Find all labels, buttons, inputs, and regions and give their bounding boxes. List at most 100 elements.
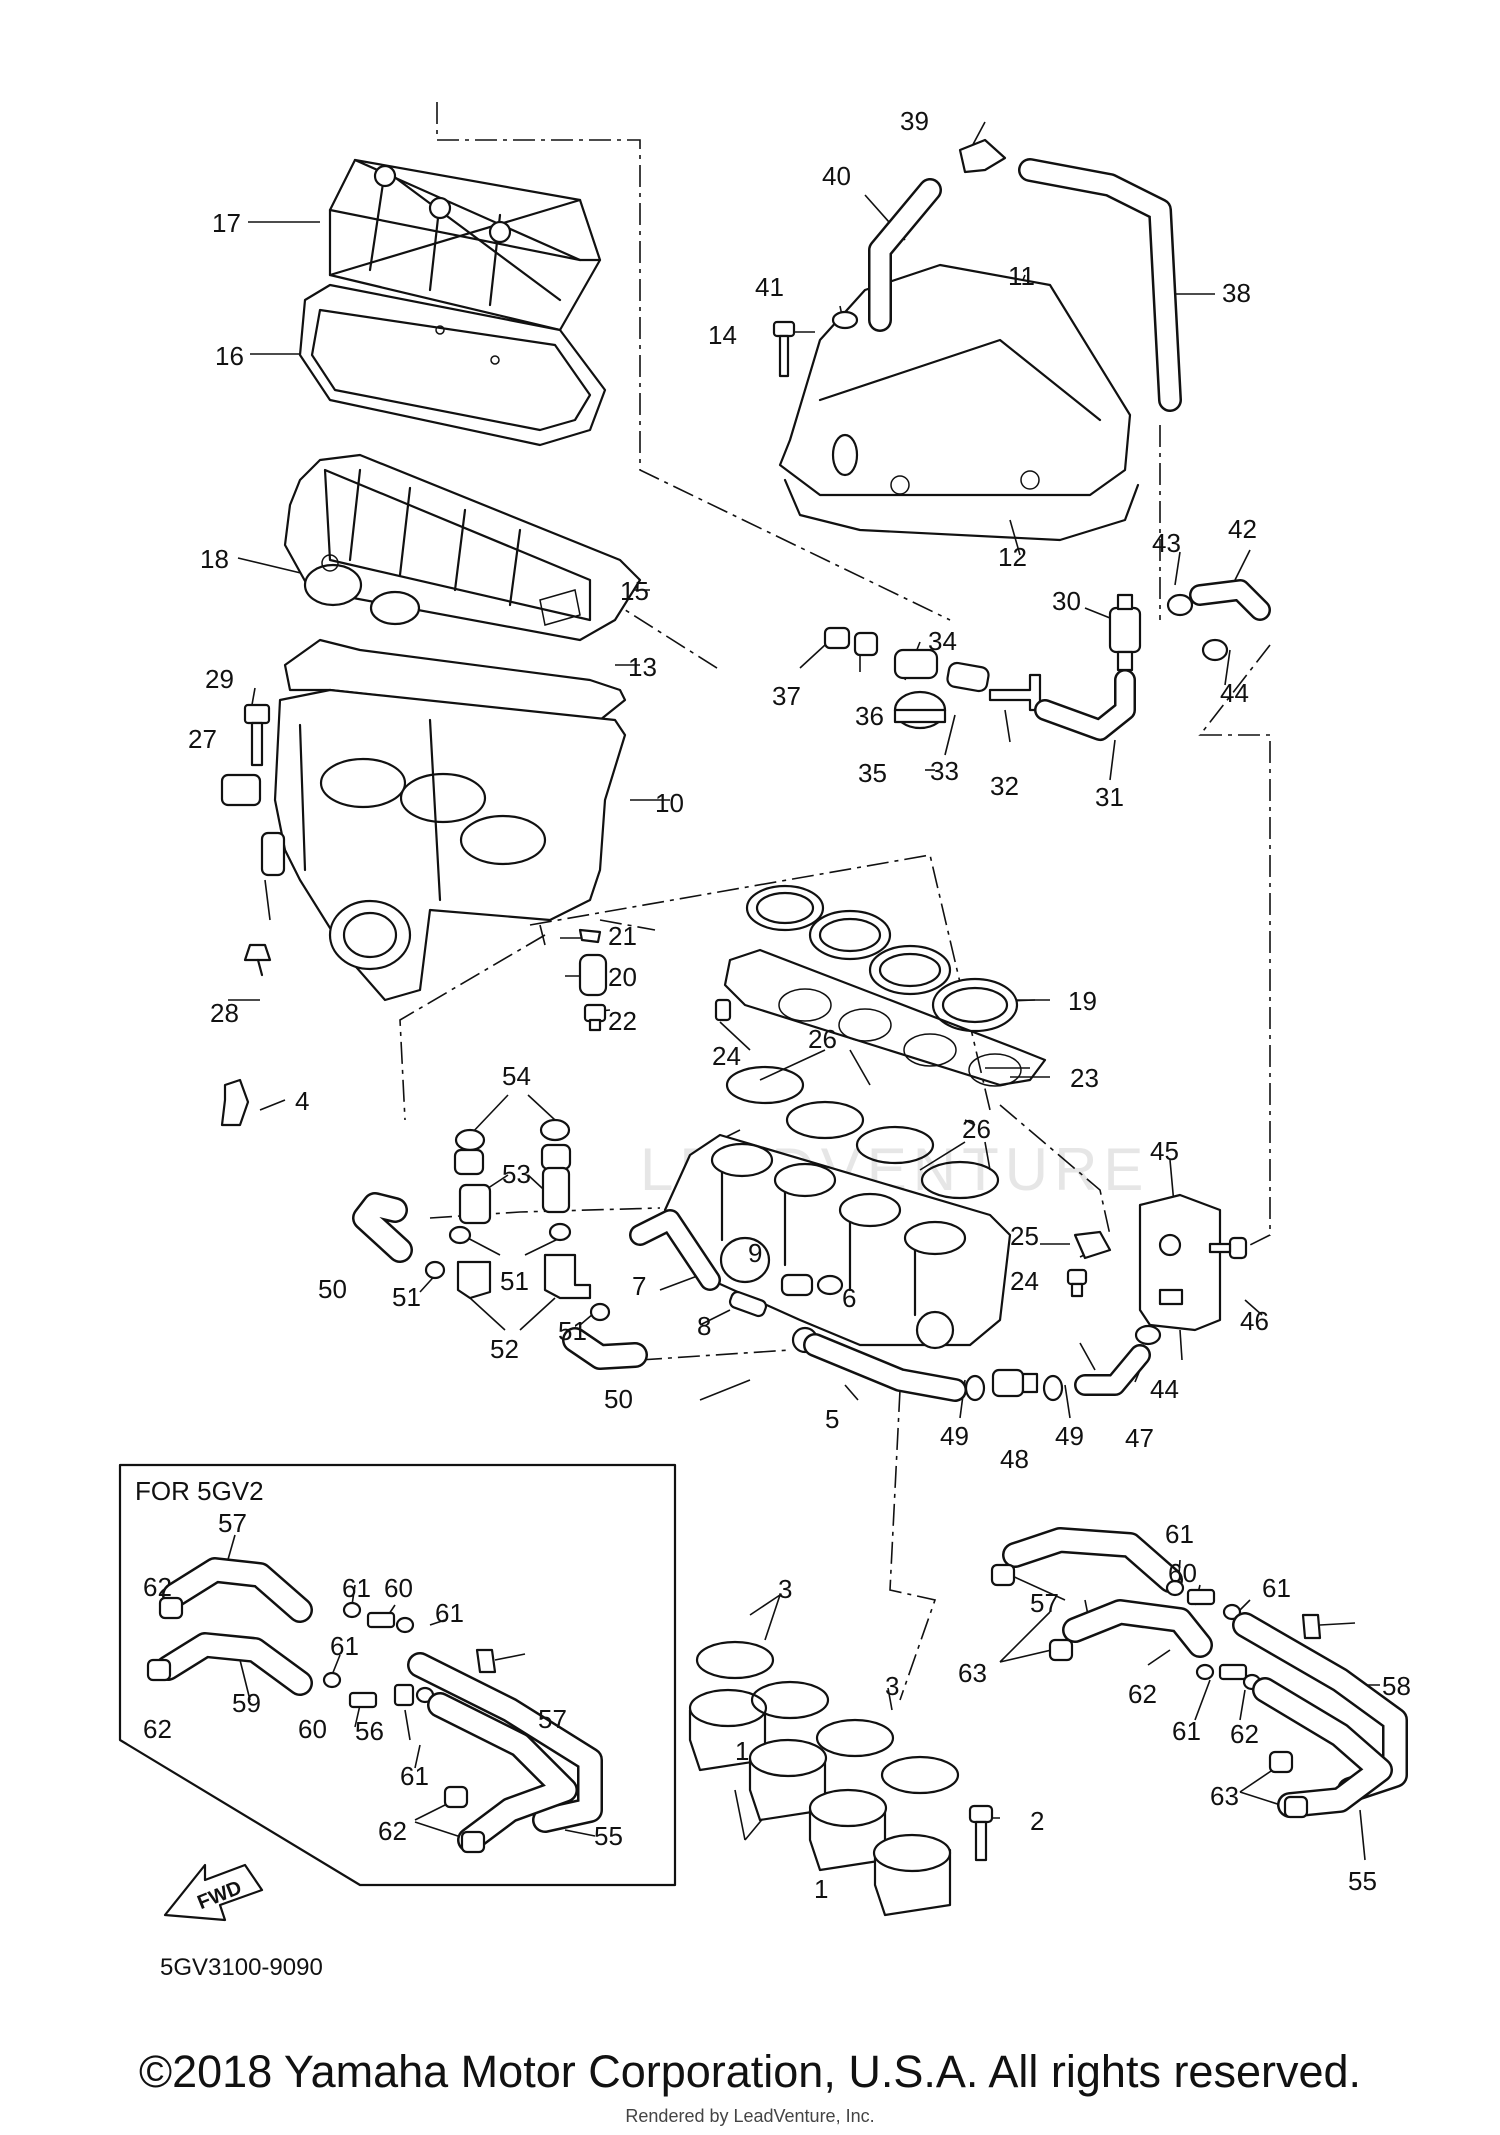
callout: 61 — [342, 1573, 371, 1603]
callout: 39 — [900, 106, 929, 136]
callout: 20 — [608, 962, 637, 992]
hose-47 — [1074, 1344, 1151, 1396]
callout: 44 — [1150, 1374, 1179, 1404]
kit-box-label: FOR 5GV2 — [135, 1476, 264, 1506]
hose-5 — [803, 1333, 967, 1402]
callout: 60 — [384, 1573, 413, 1603]
callout: 61 — [1262, 1573, 1291, 1603]
callout: 9 — [748, 1238, 762, 1268]
callout: 56 — [355, 1716, 384, 1746]
callout: 61 — [1165, 1519, 1194, 1549]
kit-box-5gv2: FOR 5GV2 — [118, 1463, 677, 1887]
callout: 51 — [392, 1282, 421, 1312]
hose-8 — [728, 1290, 768, 1318]
callout: 60 — [1168, 1558, 1197, 1588]
callout: 47 — [1125, 1423, 1154, 1453]
air-box-cover — [778, 263, 1132, 497]
callout: 26 — [962, 1114, 991, 1144]
callout: 61 — [435, 1598, 464, 1628]
callout: 62 — [1230, 1719, 1259, 1749]
screw-24-upper — [714, 998, 732, 1022]
callout: 15 — [620, 576, 649, 606]
callout: 12 — [998, 542, 1027, 572]
pipe-33 — [946, 661, 990, 693]
callout: 1 — [735, 1736, 749, 1766]
callout: 61 — [400, 1761, 429, 1791]
damper-35 — [893, 690, 947, 730]
callout: 22 — [608, 1006, 637, 1036]
intake-duct-19 — [745, 884, 1019, 1033]
callout: 61 — [330, 1631, 359, 1661]
clip-49-left — [964, 1374, 986, 1402]
screw-2 — [968, 1804, 994, 1862]
callout: 50 — [604, 1384, 633, 1414]
clip-49-right — [1042, 1374, 1064, 1402]
callout: 30 — [1052, 586, 1081, 616]
hose-7 — [629, 1209, 721, 1291]
funnel-clamps-3 — [695, 1640, 960, 1795]
bolt-46 — [1208, 1236, 1248, 1260]
drawing-code: 5GV3100-9090 — [160, 1954, 323, 1981]
clip-6 — [816, 1274, 844, 1296]
clip-44-lower — [1134, 1324, 1162, 1346]
air-box-gasket — [283, 638, 627, 722]
pipe-9 — [780, 1273, 814, 1297]
callout: 58 — [1382, 1671, 1411, 1701]
clamp-26 — [725, 1065, 1000, 1200]
callout: 51 — [558, 1316, 587, 1346]
canister-45 — [1138, 1193, 1222, 1332]
intake-funnels-1 — [688, 1688, 952, 1917]
callout: 8 — [697, 1311, 711, 1341]
hose-50-upper — [352, 1192, 413, 1263]
joint-34 — [893, 648, 939, 680]
callout: 48 — [1000, 1444, 1029, 1474]
callout: 18 — [200, 544, 229, 574]
hose-42 — [1189, 579, 1271, 621]
callout: 57 — [218, 1508, 247, 1538]
callout: 53 — [502, 1159, 531, 1189]
callout: 40 — [822, 161, 851, 191]
callout: 31 — [1095, 782, 1124, 812]
valve-30 — [1108, 593, 1142, 672]
air-filter-cover — [298, 283, 607, 447]
hose-40 — [868, 178, 942, 332]
throttle-body-assembly — [663, 1133, 1012, 1354]
callout: 26 — [808, 1024, 837, 1054]
callout: 1 — [814, 1874, 828, 1904]
callout: 50 — [318, 1274, 347, 1304]
hose-50-lower — [562, 1327, 648, 1370]
callout: 54 — [502, 1061, 531, 1091]
callout: 24 — [712, 1041, 741, 1071]
callout: 45 — [1150, 1136, 1179, 1166]
clip-41 — [831, 310, 859, 330]
callout: 17 — [212, 208, 241, 238]
callout: 44 — [1220, 678, 1249, 708]
callout: 57 — [1030, 1588, 1059, 1618]
air-box-cover-gasket — [783, 478, 1140, 542]
callout-labels: 1 1 2 3 3 4 5 6 7 8 9 10 11 12 13 14 15 … — [143, 106, 1411, 1904]
fwd-arrow: FWD — [163, 1863, 264, 1922]
bracket-25 — [1073, 1230, 1112, 1260]
callout: 49 — [940, 1421, 969, 1451]
screw-29 — [243, 703, 271, 767]
callout: 6 — [842, 1283, 856, 1313]
elbow-39 — [958, 138, 1007, 174]
callout: 55 — [594, 1821, 623, 1851]
joint-48 — [991, 1368, 1039, 1398]
callout: 63 — [958, 1658, 987, 1688]
callout: 28 — [210, 998, 239, 1028]
callout: 62 — [143, 1714, 172, 1744]
callout: 4 — [295, 1086, 309, 1116]
callout: 29 — [205, 664, 234, 694]
air-filter-element — [283, 453, 642, 642]
rendered-by-credit: Rendered by LeadVenture, Inc. — [625, 2106, 875, 2126]
callout: 41 — [755, 272, 784, 302]
damper-27 — [220, 773, 262, 807]
callout: 37 — [772, 681, 801, 711]
callout: 46 — [1240, 1306, 1269, 1336]
callout: 21 — [608, 921, 637, 951]
callout: 27 — [188, 724, 217, 754]
joint-32 — [988, 673, 1042, 712]
caps-53 — [453, 1143, 572, 1225]
